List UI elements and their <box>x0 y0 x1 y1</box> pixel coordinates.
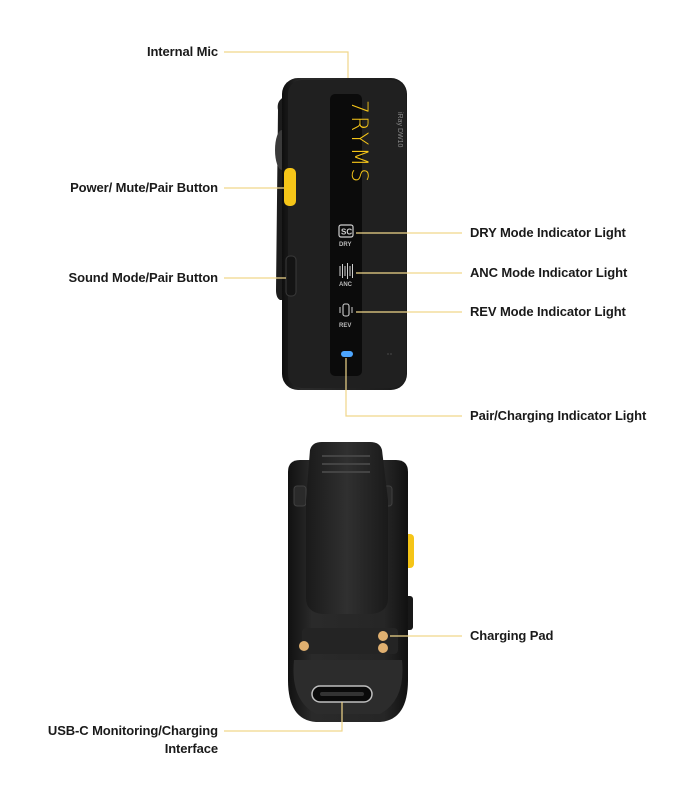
transmitter-back-view <box>288 442 414 722</box>
label-charging-pad: Charging Pad <box>470 628 554 643</box>
model-name: iRay DW10 <box>396 112 403 148</box>
svg-text:SC: SC <box>341 228 352 237</box>
dry-icon: SC DRY <box>338 224 354 248</box>
power-button <box>284 168 296 206</box>
transmitter-front-view: 7RYMS iRay DW10 SC DRY ANC REV <box>275 78 407 390</box>
label-internal-mic: Internal Mic <box>146 44 218 59</box>
label-pair-charging-indicator: Pair/Charging Indicator Light <box>470 408 647 423</box>
belt-clip <box>306 442 388 614</box>
pair-charging-led <box>341 351 353 357</box>
charging-pad-contact <box>378 631 388 641</box>
svg-text:ANC: ANC <box>339 282 353 288</box>
brand-logo: 7RYMS <box>346 100 371 184</box>
charging-pad-contact <box>299 641 309 651</box>
label-power-mute-pair-button: Power/ Mute/Pair Button <box>70 180 218 195</box>
label-usb-c-interface-line1: USB-C Monitoring/Charging <box>47 723 218 738</box>
sound-mode-button <box>285 255 297 297</box>
label-rev-mode-indicator: REV Mode Indicator Light <box>470 304 626 319</box>
svg-text:REV: REV <box>339 323 351 329</box>
label-dry-mode-indicator: DRY Mode Indicator Light <box>470 225 626 240</box>
leader-lines <box>224 51 462 732</box>
rev-icon: REV <box>339 303 353 329</box>
label-sound-mode-pair-button: Sound Mode/Pair Button <box>68 270 219 285</box>
label-anc-mode-indicator: ANC Mode Indicator Light <box>470 265 628 280</box>
svg-text:DRY: DRY <box>339 242 351 248</box>
anc-icon: ANC <box>339 263 353 288</box>
charging-pad-contact <box>378 643 388 653</box>
label-usb-c-interface-line2: Interface <box>164 741 218 756</box>
